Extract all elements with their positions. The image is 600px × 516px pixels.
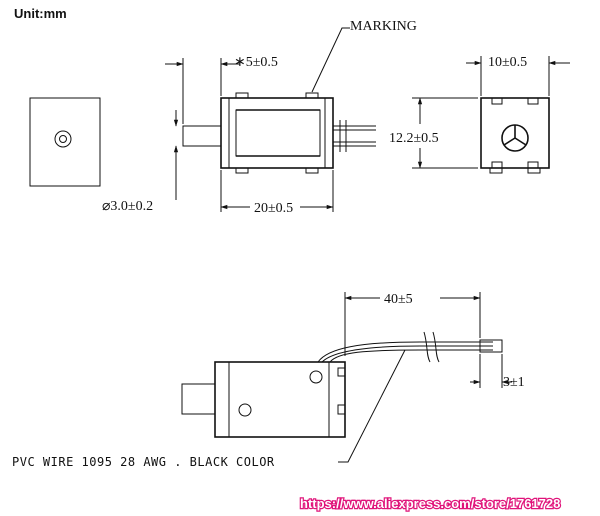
wire-break	[423, 331, 440, 363]
wire-length-dim: 40±5	[384, 292, 413, 307]
end-view-frame	[480, 97, 550, 169]
wire-note-leader	[338, 349, 406, 463]
plunger-diameter-dim: ⌀3.0±0.2	[102, 199, 153, 214]
end-view: 12.2±0.5 10±0.5	[389, 55, 570, 174]
front-view-frame	[29, 97, 101, 187]
wire-note: PVC WIRE 1095 28 AWG . BLACK COLOR	[12, 455, 275, 469]
coil-window	[235, 109, 321, 157]
solenoid-body	[220, 97, 334, 169]
lead-view: 40±5 3±1 PVC WIRE 1095 28 AWG . BLACK CO…	[12, 292, 525, 469]
wire-lead-1	[317, 341, 493, 363]
strip-length-dim: 3±1	[503, 375, 525, 390]
store-url: https://www.aliexpress.com/store/1761728	[300, 496, 560, 511]
mount-hole-bottom	[238, 403, 252, 417]
body-length-dim: 20±0.5	[254, 201, 293, 216]
stroke-dim: ∗5±0.5	[234, 55, 278, 70]
front-view	[29, 97, 101, 187]
plunger-outer-circle	[54, 130, 72, 148]
plunger-shaft	[182, 125, 222, 147]
marking-label: MARKING	[350, 19, 417, 34]
plunger-inner-circle	[59, 135, 67, 143]
mount-hole-top	[309, 370, 323, 384]
plunger-shaft-bottom	[181, 383, 216, 415]
wire-leads	[333, 125, 376, 147]
wire-lead-2	[321, 345, 493, 363]
marking-leader	[311, 27, 350, 93]
solenoid-body-bottom	[214, 361, 346, 438]
wire-lead-3	[329, 349, 493, 363]
end-width-dim: 10±0.5	[488, 55, 527, 70]
stripped-end	[479, 339, 503, 353]
body-height-dim: 12.2±0.5	[389, 131, 439, 146]
side-view: MARKING ∗5±0.5 ⌀3.0±0.2 20±0.5	[102, 19, 417, 216]
units-label: Unit:mm	[14, 6, 67, 21]
